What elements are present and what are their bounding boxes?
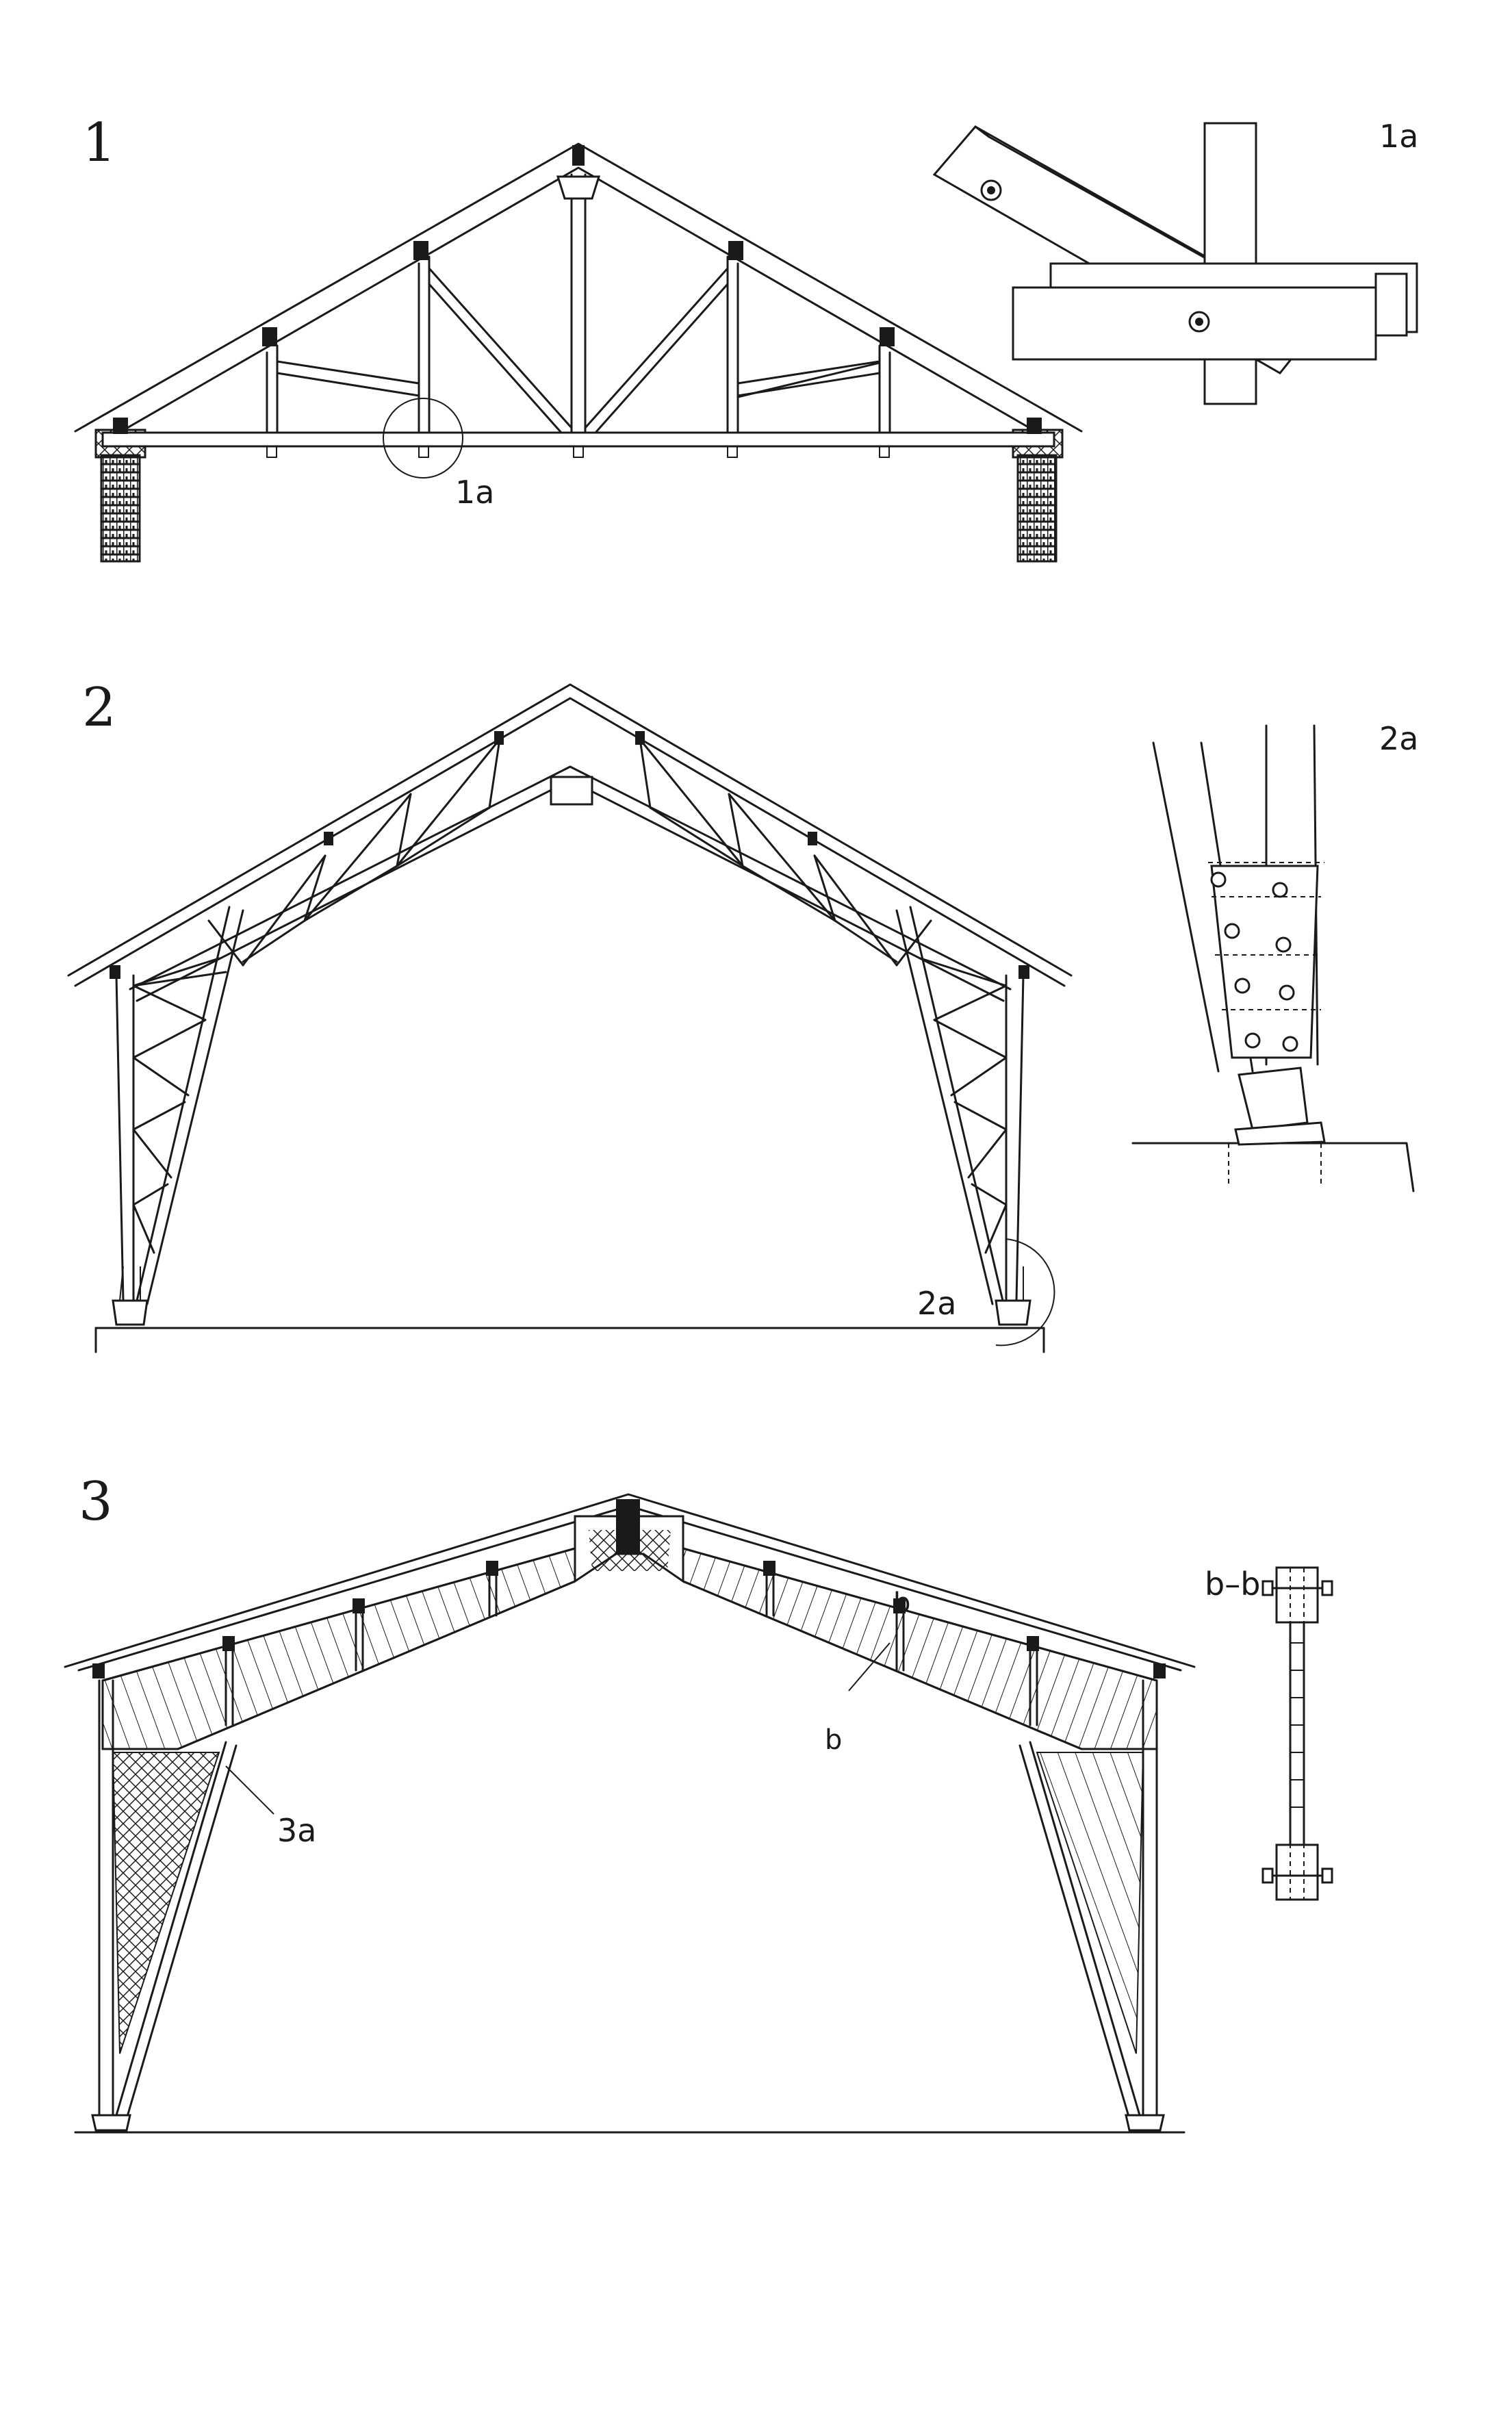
- brace-right-outer: [736, 360, 881, 397]
- figure-2-number: 2: [82, 677, 116, 739]
- roof-outer-3: [64, 1493, 1196, 1668]
- bb-bottom-flange: [1275, 1843, 1319, 1901]
- post-right-inner: [726, 255, 739, 434]
- figure-3-portal-frame: 3: [74, 1471, 1186, 2134]
- tie-beam-hangers: [266, 446, 890, 458]
- detail-2a-column-base: 2a: [1131, 720, 1418, 1192]
- left-base-3: [91, 2114, 131, 2132]
- post-right-outer: [878, 344, 891, 434]
- ridge-gusset: [556, 175, 601, 200]
- detail-bb-label: b–b: [1205, 1566, 1260, 1603]
- figure-2-portal-frame: 2: [67, 677, 1073, 1353]
- post-left-outer: [266, 344, 279, 434]
- left-outer-column: [115, 974, 135, 1302]
- purlin-cleat-6: [1027, 418, 1042, 434]
- callout-label-1a: 1a: [455, 474, 494, 511]
- section-mark-b-top: b: [893, 1587, 910, 1619]
- right-column-web-3: [1036, 1752, 1144, 2054]
- purlin-cleat-3: [262, 327, 277, 346]
- bb-web: [1289, 1621, 1305, 1846]
- left-base-shoe: [112, 1299, 149, 1326]
- king-post: [570, 173, 587, 434]
- figure-3-portal-frame-drawn: 3a b b: [64, 1493, 1196, 2132]
- tie-beam: [101, 431, 1055, 448]
- right-inclined-3: [1018, 1741, 1141, 2120]
- figure-1-number: 1: [82, 112, 116, 174]
- roof-cleats-2: [110, 731, 1029, 979]
- detail-2a-foundation: [1131, 1142, 1415, 1192]
- post-left-inner: [418, 255, 431, 434]
- roof-web-right-3: [682, 1547, 1158, 1750]
- detail-2a-label: 2a: [1379, 720, 1418, 757]
- left-inclined-column: [136, 906, 244, 1305]
- figure-1-truss: 1: [74, 112, 1083, 563]
- purlin-cleat-5: [113, 418, 128, 434]
- bb-top-flange: [1275, 1566, 1319, 1624]
- left-inclined-3: [115, 1741, 238, 2120]
- roof-lattice-right: [639, 738, 932, 967]
- ridge-splice-plate: [550, 776, 593, 806]
- roof-web-left-3: [101, 1547, 576, 1750]
- detail-1a-connection: 1a: [932, 118, 1418, 405]
- ridge-cap: [572, 145, 585, 166]
- diagonal-left: [428, 267, 573, 434]
- brace-right-lower: [736, 361, 881, 398]
- figure-3-number: 3: [79, 1471, 113, 1533]
- detail-1a-label: 1a: [1379, 118, 1418, 155]
- left-masonry-pier: [100, 454, 141, 563]
- diagonal-right: [584, 267, 729, 434]
- right-inclined-column: [895, 906, 1004, 1305]
- roof-lattice-left: [207, 738, 501, 967]
- right-base-shoe: [995, 1299, 1032, 1326]
- purlin-cleat-2: [728, 241, 743, 260]
- rafter-outer-line: [74, 142, 1083, 433]
- detail-bb-section: b–b: [1205, 1566, 1333, 1901]
- right-masonry-pier: [1016, 454, 1058, 563]
- purlin-cleat-4: [880, 327, 895, 346]
- detail-2a-bolts: [1210, 871, 1298, 1052]
- purlin-cleat-1: [413, 241, 428, 260]
- right-base-3: [1125, 2114, 1165, 2132]
- roof-stiffeners-3: [225, 1566, 1038, 1726]
- callout-circle-1a: [383, 398, 463, 478]
- right-outer-column: [1005, 974, 1025, 1302]
- left-column-web-3: [112, 1752, 220, 2054]
- brace-left-outer: [276, 360, 420, 397]
- roof-top-chord: [67, 683, 1073, 977]
- rafter-inner-line: [108, 166, 1049, 439]
- callout-label-2a: 2a: [917, 1285, 956, 1322]
- callout-arc-2a: [995, 1238, 1055, 1346]
- roof-bottom-chord: [129, 765, 1012, 991]
- roof-cleats-3: [92, 1561, 1166, 1678]
- right-column-lattice: [919, 957, 1008, 1254]
- detail-2a-gusset: [1210, 865, 1319, 1059]
- callout-label-3a: 3a: [277, 1812, 316, 1849]
- section-mark-b-bottom: b: [825, 1724, 842, 1756]
- detail-2a-shoe: [1238, 1067, 1309, 1131]
- bb-bolts: [1265, 1587, 1329, 1877]
- left-column-lattice: [132, 957, 227, 1254]
